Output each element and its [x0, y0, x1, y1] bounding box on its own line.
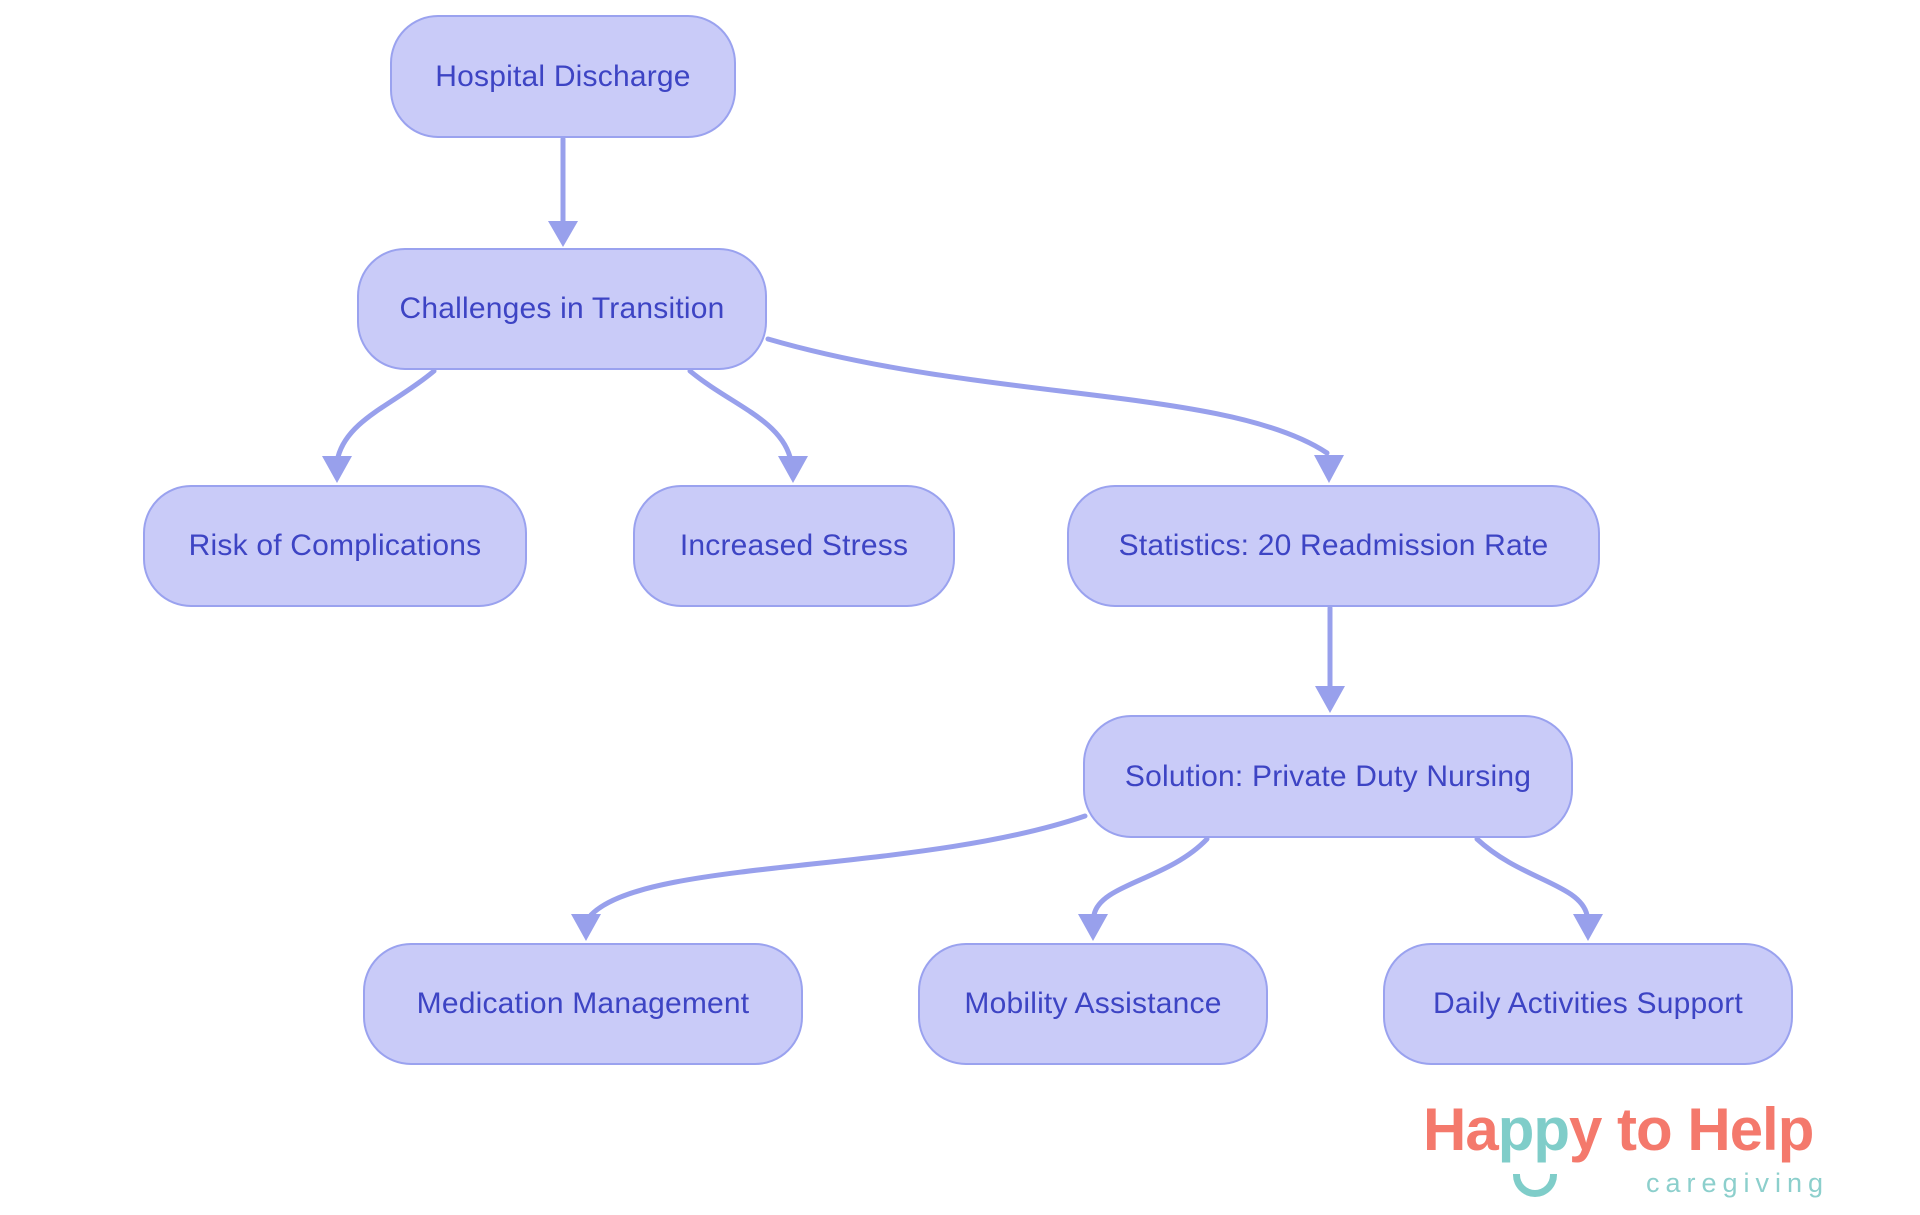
node-daily-activities-support: Daily Activities Support [1383, 943, 1793, 1065]
node-medication-management: Medication Management [363, 943, 803, 1065]
edge-solution-to-medication [571, 813, 1088, 941]
smile-arc-icon [1513, 1174, 1557, 1197]
node-statistics-readmission: Statistics: 20 Readmission Rate [1067, 485, 1600, 607]
node-challenges-in-transition: Challenges in Transition [357, 248, 767, 370]
node-mobility-assistance: Mobility Assistance [918, 943, 1268, 1065]
node-solution-private-duty-nursing: Solution: Private Duty Nursing [1083, 715, 1573, 838]
node-risk-of-complications: Risk of Complications [143, 485, 527, 607]
logo-part-ha: Ha [1423, 1096, 1499, 1163]
logo-part-pp: pp [1497, 1096, 1570, 1163]
happy-to-help-logo: Happy to Help caregiving [1423, 1100, 1883, 1210]
node-increased-stress: Increased Stress [633, 485, 955, 607]
node-hospital-discharge: Hospital Discharge [390, 15, 736, 138]
logo-tagline: caregiving [1646, 1168, 1830, 1198]
edge-solution-to-mobility [1078, 836, 1210, 941]
logo-wordmark: Happy to Help [1423, 1100, 1814, 1160]
edge-challenges-to-statistics [765, 336, 1344, 483]
edge-hospital-to-challenges [548, 136, 578, 247]
logo-part-y: y [1569, 1096, 1602, 1163]
edge-challenges-to-risk [322, 368, 437, 483]
edge-statistics-to-solution [1315, 605, 1345, 713]
edge-challenges-to-stress [687, 368, 808, 483]
edge-solution-to-daily [1474, 836, 1603, 941]
logo-part-to-help: to Help [1601, 1096, 1814, 1163]
